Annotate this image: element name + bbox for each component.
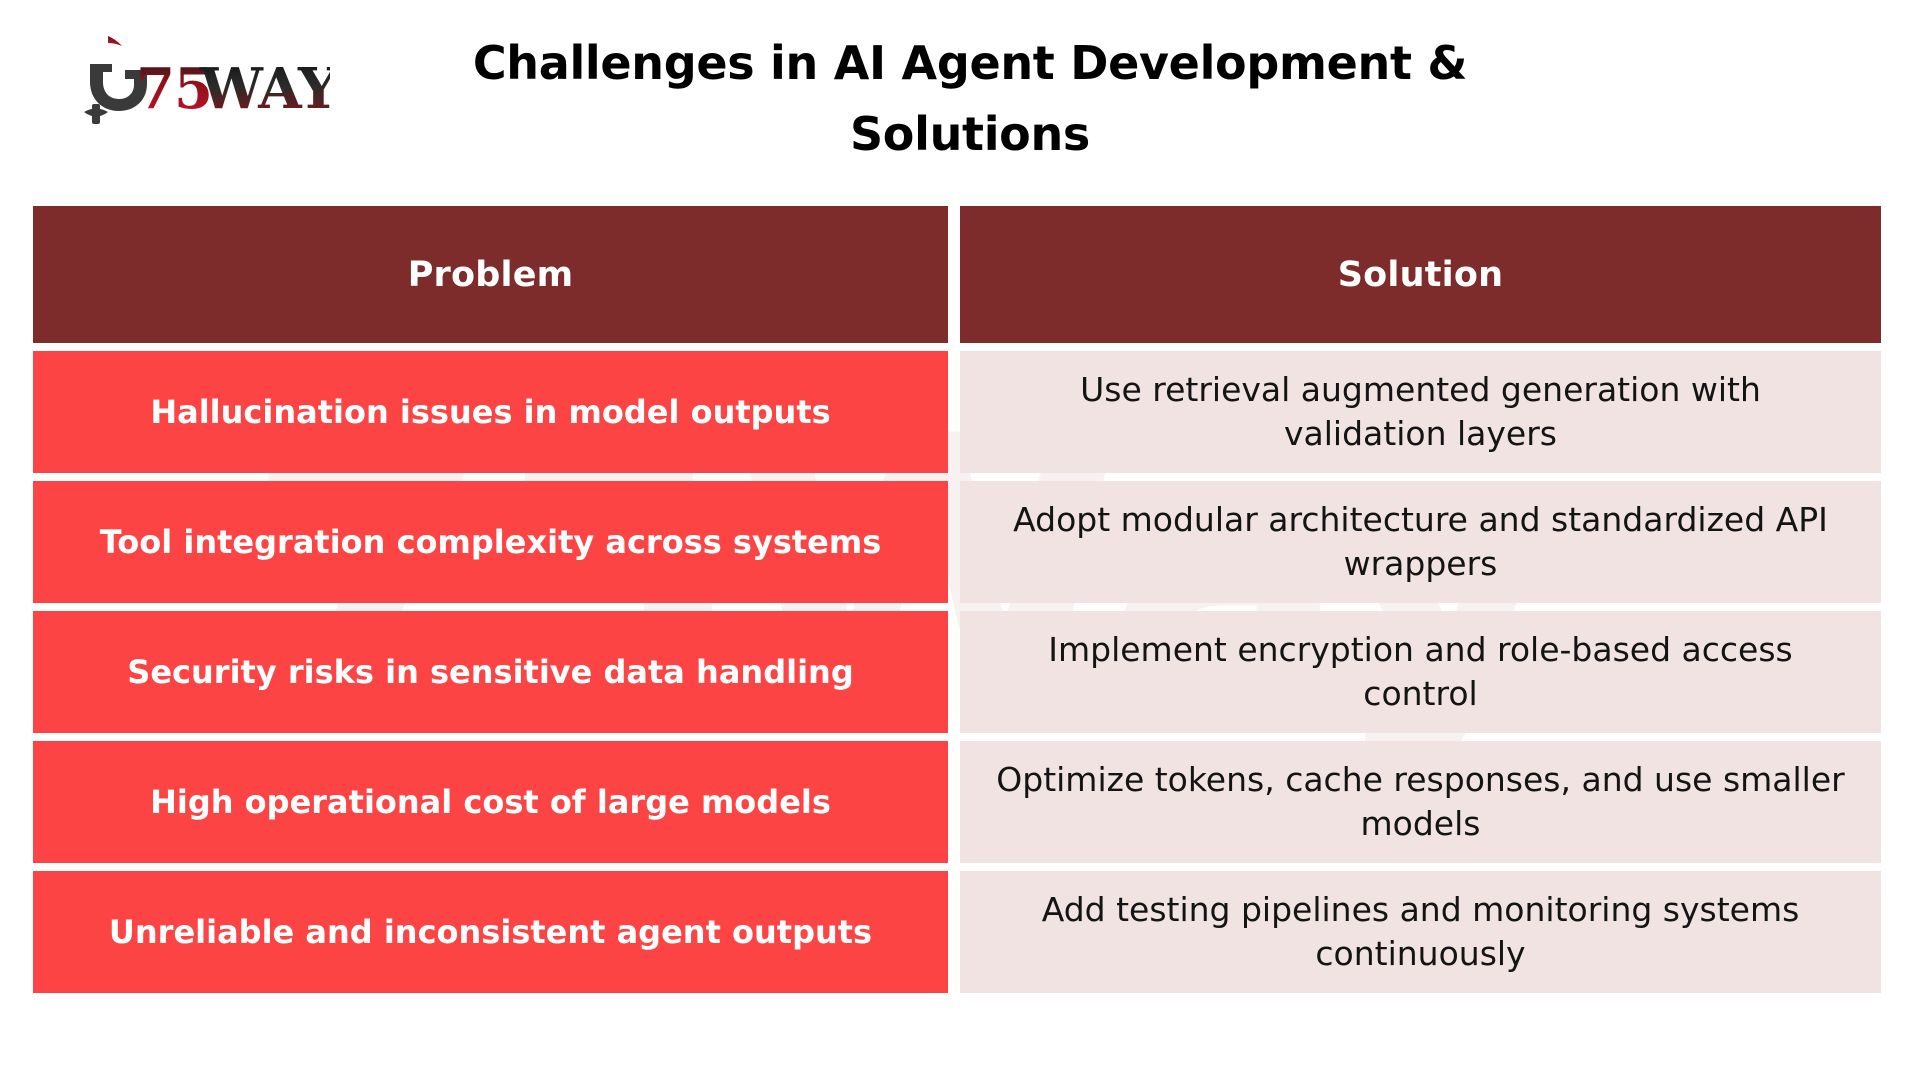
solution-cell: Adopt modular architecture and standardi…: [960, 481, 1881, 603]
solution-cell-text: Use retrieval augmented generation with …: [1080, 370, 1761, 453]
solution-cell-text: Adopt modular architecture and standardi…: [1013, 500, 1828, 583]
column-header-problem-label: Problem: [407, 254, 574, 295]
page-title: Challenges in AI Agent Development & Sol…: [472, 36, 1468, 162]
75way-logo: 75 WAY: [64, 36, 330, 124]
table-row: Hallucination issues in model outputs Us…: [33, 351, 1881, 473]
problem-cell: Hallucination issues in model outputs: [33, 351, 948, 473]
solution-cell-text: Optimize tokens, cache responses, and us…: [996, 760, 1845, 843]
column-header-solution-label: Solution: [1337, 254, 1504, 295]
problem-cell: Security risks in sensitive data handlin…: [33, 611, 948, 733]
solution-cell-text: Add testing pipelines and monitoring sys…: [1041, 890, 1800, 973]
column-header-solution: Solution: [960, 206, 1881, 343]
table-row: High operational cost of large models Op…: [33, 741, 1881, 863]
problem-cell-text: Tool integration complexity across syste…: [99, 522, 882, 561]
table-row: Unreliable and inconsistent agent output…: [33, 871, 1881, 993]
solution-cell: Optimize tokens, cache responses, and us…: [960, 741, 1881, 863]
problem-cell: High operational cost of large models: [33, 741, 948, 863]
problem-cell: Tool integration complexity across syste…: [33, 481, 948, 603]
svg-text:WAY: WAY: [199, 56, 330, 122]
page-header: 75 WAY Challenges in AI Agent Developmen…: [0, 0, 1920, 200]
solution-cell: Implement encryption and role-based acce…: [960, 611, 1881, 733]
table-row: Security risks in sensitive data handlin…: [33, 611, 1881, 733]
solution-cell: Use retrieval augmented generation with …: [960, 351, 1881, 473]
problem-cell-text: Security risks in sensitive data handlin…: [127, 652, 854, 691]
problem-cell-text: Hallucination issues in model outputs: [150, 392, 831, 431]
column-header-problem: Problem: [33, 206, 948, 343]
problem-cell-text: Unreliable and inconsistent agent output…: [108, 912, 873, 951]
svg-text:75: 75: [136, 56, 212, 122]
solution-cell: Add testing pipelines and monitoring sys…: [960, 871, 1881, 993]
table-header-row: Problem Solution: [33, 206, 1881, 343]
comparison-table: Problem Solution Hallucination issues in…: [33, 206, 1881, 993]
problem-cell: Unreliable and inconsistent agent output…: [33, 871, 948, 993]
table-row: Tool integration complexity across syste…: [33, 481, 1881, 603]
problem-cell-text: High operational cost of large models: [150, 782, 831, 821]
solution-cell-text: Implement encryption and role-based acce…: [1048, 630, 1793, 713]
